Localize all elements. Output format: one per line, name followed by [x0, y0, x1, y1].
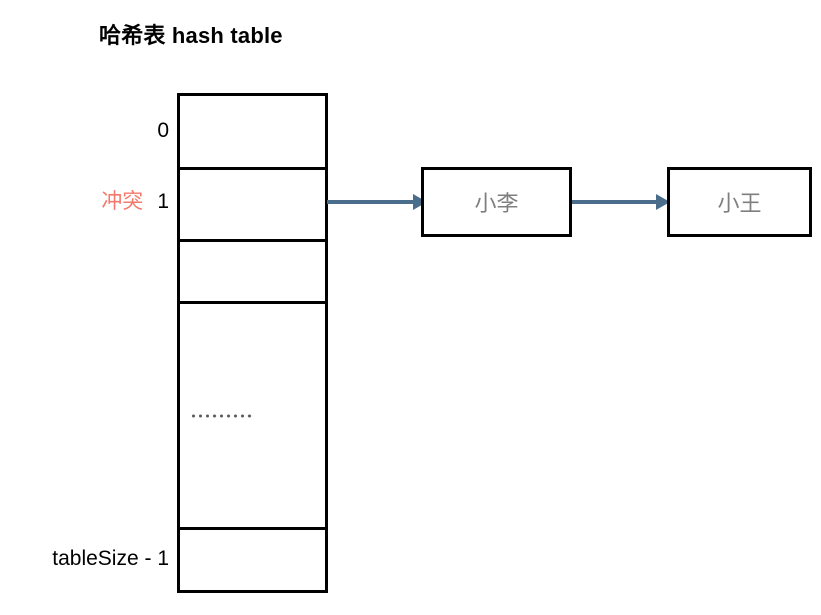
chain-node-2: 小王: [667, 167, 812, 237]
table-index-label-0: 0: [157, 119, 169, 142]
table-index-label-last: tableSize - 1: [52, 547, 169, 570]
ellipsis-icon: [192, 414, 251, 417]
arrow-node-1-to-node-2: [571, 194, 670, 210]
hash-table-cell-0: [180, 96, 325, 167]
table-row-1-labels: 冲突 1: [101, 191, 169, 212]
hash-table-cell-1: [180, 167, 325, 239]
diagram-title: 哈希表 hash table: [99, 23, 283, 48]
hash-table-column: [177, 93, 328, 593]
hash-table-cell-2: [180, 239, 325, 301]
hash-table-cell-last: [180, 527, 325, 593]
arrow-table-to-node-1: [327, 194, 427, 210]
table-index-label-1: 1: [157, 190, 169, 213]
chain-node-1: 小李: [421, 167, 572, 237]
collision-label: 冲突: [101, 190, 144, 213]
hash-table-cell-ellipsis: [180, 301, 325, 527]
